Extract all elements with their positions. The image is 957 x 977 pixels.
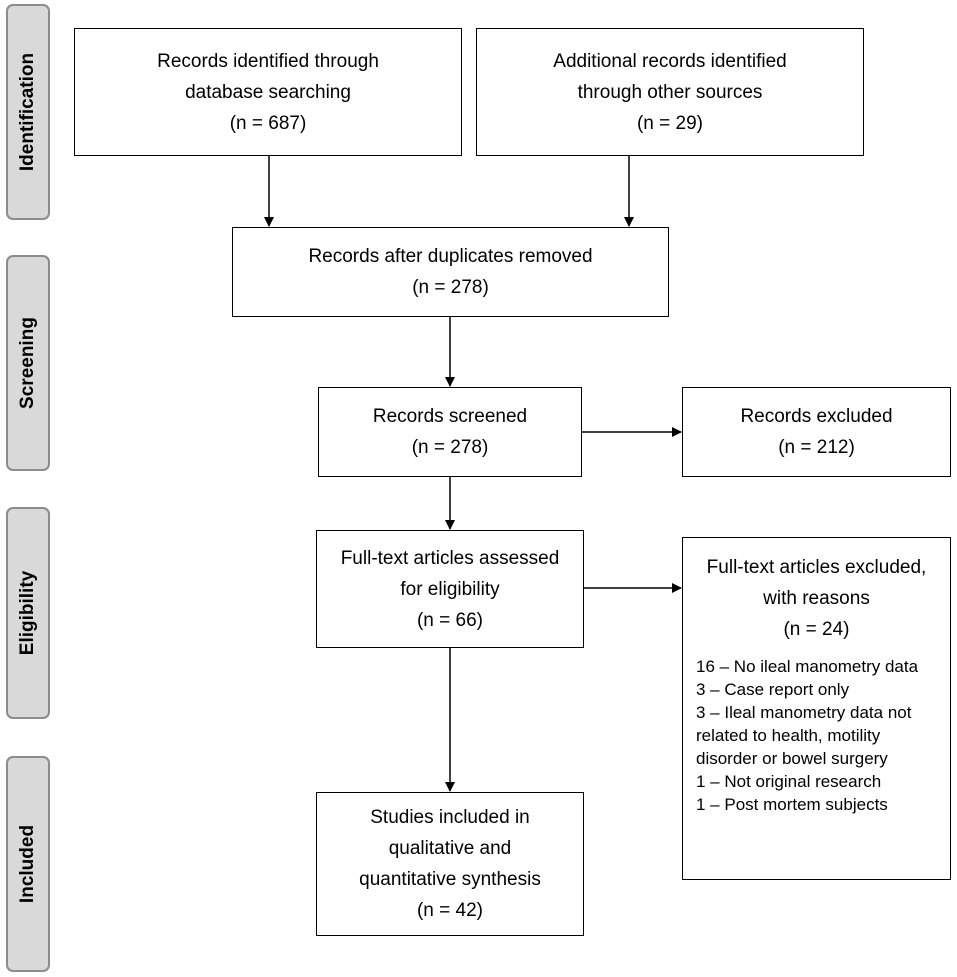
box-full-text-excluded-count: (n = 24) <box>783 619 850 640</box>
box-after-duplicates-line-1: Records after duplicates removed <box>308 246 593 267</box>
box-full-text-excluded: Full-text articles excluded, with reason… <box>682 537 951 880</box>
box-included-count: (n = 42) <box>416 900 483 921</box>
box-included-line-3: quantitative synthesis <box>359 869 541 890</box>
box-excluded-count: (n = 212) <box>778 437 855 458</box>
exclusion-reason: 16 – No ileal manometry data <box>696 657 919 676</box>
box-other-sources-line-1: Additional records identified <box>553 50 787 72</box>
exclusion-reason: 3 – Ileal manometry data not <box>696 703 912 722</box>
exclusion-reasons-list: 16 – No ileal manometry data 3 – Case re… <box>683 655 950 816</box>
stage-eligibility: Eligibility <box>6 507 50 719</box>
box-full-text-count: (n = 66) <box>416 609 483 631</box>
stage-identification: Identification <box>6 4 50 220</box>
exclusion-reason: disorder or bowel surgery <box>696 749 888 768</box>
box-studies-included: Studies included in qualitative and quan… <box>316 792 584 936</box>
box-included-line-2: qualitative and <box>388 838 512 859</box>
box-full-text-assessed: Full-text articles assessed for eligibil… <box>316 530 584 648</box>
box-excluded-line-1: Records excluded <box>740 406 893 427</box>
exclusion-reason: related to health, motility <box>696 726 881 745</box>
box-other-sources-count: (n = 29) <box>636 112 703 134</box>
exclusion-reason: 3 – Case report only <box>696 680 850 699</box>
box-database-line-2: database searching <box>185 81 351 103</box>
box-database-line-1: Records identified through <box>157 50 379 72</box>
box-full-text-line-1: Full-text articles assessed <box>340 547 560 569</box>
box-full-text-excluded-line-1: Full-text articles excluded, <box>706 557 927 578</box>
box-screened-count: (n = 278) <box>411 437 489 458</box>
box-records-excluded: Records excluded (n = 212) <box>682 387 951 477</box>
stage-included: Included <box>6 756 50 972</box>
box-records-screened: Records screened (n = 278) <box>318 387 582 477</box>
stage-screening-label: Screening <box>17 317 38 409</box>
stage-eligibility-label: Eligibility <box>17 570 38 656</box>
box-database-count: (n = 687) <box>229 112 307 134</box>
stage-identification-label: Identification <box>17 52 38 172</box>
box-database-records: Records identified through database sear… <box>74 28 462 156</box>
box-after-duplicates-count: (n = 278) <box>412 277 489 298</box>
box-screened-line-1: Records screened <box>372 406 528 427</box>
box-after-duplicates: Records after duplicates removed (n = 27… <box>232 227 669 317</box>
exclusion-reason: 1 – Post mortem subjects <box>696 795 888 814</box>
box-other-sources-line-2: through other sources <box>577 81 763 103</box>
exclusion-reason: 1 – Not original research <box>696 772 882 791</box>
box-full-text-line-2: for eligibility <box>400 578 500 600</box>
stage-included-label: Included <box>17 824 38 904</box>
stage-screening: Screening <box>6 255 50 471</box>
box-included-line-1: Studies included in <box>370 807 530 828</box>
box-full-text-excluded-line-2: with reasons <box>763 588 870 609</box>
box-other-sources: Additional records identified through ot… <box>476 28 864 156</box>
